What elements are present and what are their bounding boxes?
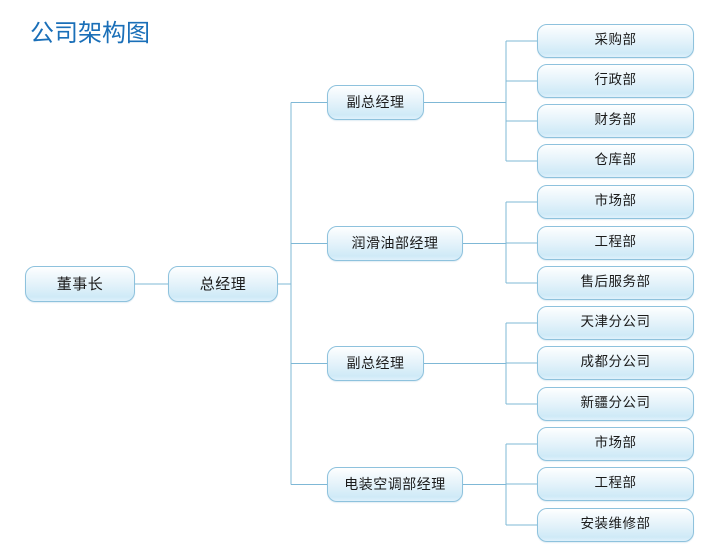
org-node-deputy-gm-2[interactable]: 副总经理	[327, 346, 424, 381]
org-node-dept-install-repair[interactable]: 安装维修部	[537, 508, 694, 542]
org-node-label: 售后服务部	[580, 274, 651, 291]
org-node-label: 行政部	[594, 72, 637, 89]
org-node-label: 市场部	[594, 435, 637, 452]
org-node-lubricant-manager[interactable]: 润滑油部经理	[327, 226, 463, 261]
org-node-label: 董事长	[56, 274, 104, 293]
org-node-dept-finance[interactable]: 财务部	[537, 104, 694, 138]
org-node-label: 采购部	[594, 32, 637, 49]
org-node-dept-marketing-1[interactable]: 市场部	[537, 185, 694, 219]
org-node-label: 新疆分公司	[580, 395, 651, 412]
org-node-label: 市场部	[594, 193, 637, 210]
org-node-label: 副总经理	[346, 355, 405, 372]
org-node-label: 工程部	[594, 234, 637, 251]
org-node-label: 润滑油部经理	[351, 235, 439, 252]
org-node-label: 电装空调部经理	[344, 476, 446, 493]
org-node-dept-engineering-2[interactable]: 工程部	[537, 467, 694, 501]
org-node-branch-tianjin[interactable]: 天津分公司	[537, 306, 694, 340]
org-node-general-manager[interactable]: 总经理	[168, 266, 278, 302]
org-node-label: 仓库部	[594, 152, 637, 169]
org-node-dept-marketing-2[interactable]: 市场部	[537, 427, 694, 461]
org-node-chairman[interactable]: 董事长	[25, 266, 135, 302]
org-node-label: 财务部	[594, 112, 637, 129]
org-node-dept-aftersales[interactable]: 售后服务部	[537, 266, 694, 300]
org-node-dept-engineering-1[interactable]: 工程部	[537, 226, 694, 260]
org-node-branch-xinjiang[interactable]: 新疆分公司	[537, 387, 694, 421]
org-node-label: 成都分公司	[580, 354, 651, 371]
org-node-label: 副总经理	[346, 94, 405, 111]
org-node-label: 总经理	[199, 274, 247, 293]
org-node-dept-purchasing[interactable]: 采购部	[537, 24, 694, 58]
org-node-label: 天津分公司	[580, 314, 651, 331]
org-node-dept-warehouse[interactable]: 仓库部	[537, 144, 694, 178]
org-node-dept-admin[interactable]: 行政部	[537, 64, 694, 98]
org-node-deputy-gm-1[interactable]: 副总经理	[327, 85, 424, 120]
org-node-hvac-manager[interactable]: 电装空调部经理	[327, 467, 463, 502]
page-title: 公司架构图	[30, 19, 150, 47]
org-node-label: 工程部	[594, 475, 637, 492]
org-node-branch-chengdu[interactable]: 成都分公司	[537, 346, 694, 380]
org-node-label: 安装维修部	[580, 516, 651, 533]
